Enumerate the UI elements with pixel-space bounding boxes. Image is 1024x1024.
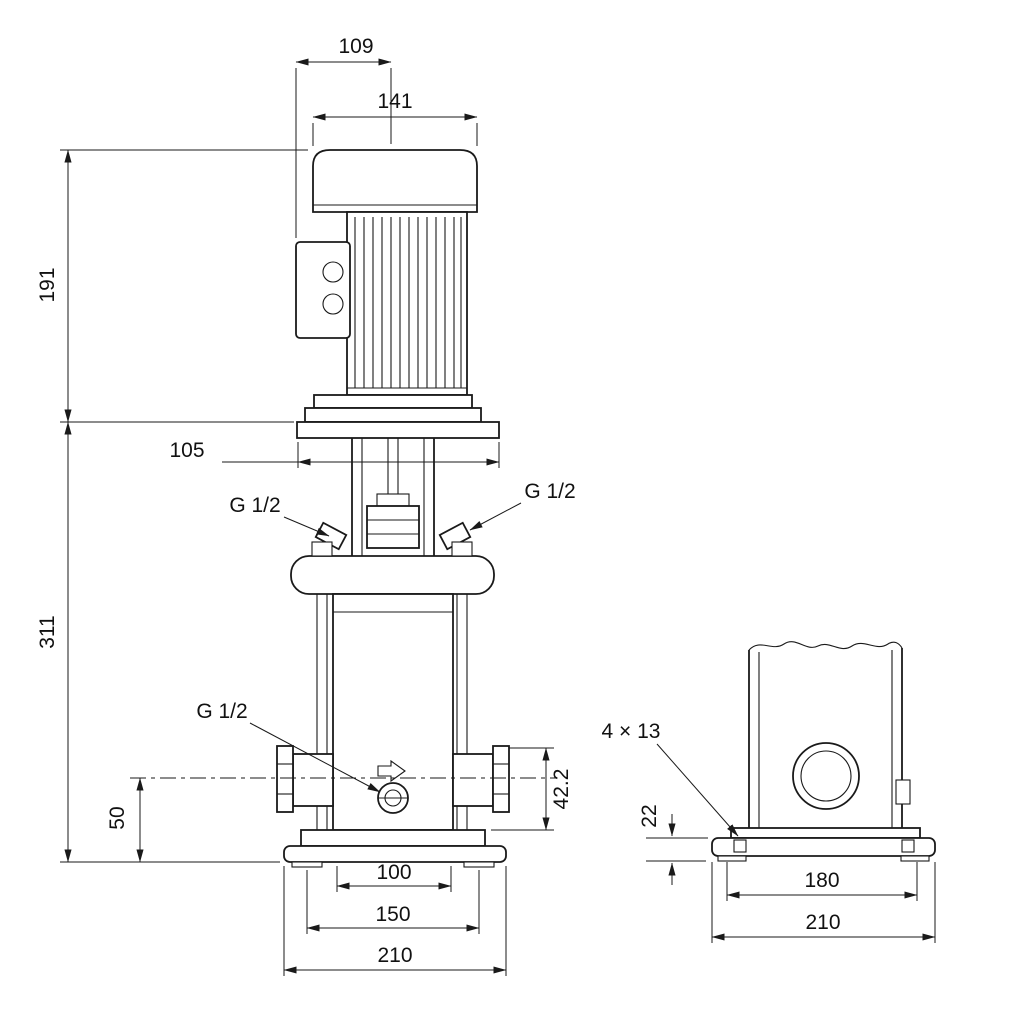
dim-label-22: 22 — [638, 804, 661, 827]
motor-body — [346, 211, 468, 396]
dim-label-42-2: 42.2 — [550, 769, 573, 810]
callout-g12-drain: G 1/2 — [196, 700, 381, 793]
dim-label-210-side: 210 — [805, 911, 840, 934]
label-base-holes: 4 × 13 — [602, 720, 661, 743]
dimension-150: 150 — [306, 870, 480, 934]
terminal-box — [295, 241, 351, 339]
dim-label-311: 311 — [36, 615, 59, 648]
dimension-109: 109 — [295, 35, 392, 238]
dim-label-210-front: 210 — [377, 944, 412, 967]
dimension-311: 311 — [36, 421, 280, 863]
discharge-port-flange — [492, 745, 510, 813]
dimension-105: 105 — [169, 439, 500, 468]
discharge-port-body — [452, 753, 494, 807]
suction-port-flange — [276, 745, 294, 813]
motor-flange-band — [313, 394, 473, 409]
chamber-stack — [290, 541, 495, 831]
dimension-141: 141 — [312, 90, 478, 146]
base-front — [283, 829, 507, 868]
dimension-22: 22 — [638, 804, 708, 885]
shaft-seal — [376, 493, 410, 507]
break-line — [748, 641, 903, 651]
base-plate — [283, 845, 507, 863]
motor-stool — [296, 394, 500, 439]
callout-g12-right: G 1/2 — [469, 480, 576, 531]
port-label-g12-left: G 1/2 — [229, 494, 280, 517]
dimension-42-2: 42.2 — [491, 747, 573, 831]
dimensions: 109 141 191 311 105 — [36, 35, 936, 976]
cable-entry-hole-top — [322, 261, 344, 283]
pump-head — [314, 438, 472, 556]
suction-port-body — [292, 753, 334, 807]
cable-entry-hole-bottom — [322, 293, 344, 315]
port-label-g12-right: G 1/2 — [524, 480, 575, 503]
side-base-plate — [711, 837, 936, 857]
foot-right — [463, 861, 495, 868]
dim-label-150: 150 — [375, 903, 410, 926]
motor-cooling-fins — [354, 217, 462, 388]
dimension-210-side: 210 — [711, 862, 936, 943]
front-view — [130, 149, 556, 868]
side-foot-left — [717, 855, 747, 862]
flow-direction-arrow — [377, 759, 406, 783]
dimension-100: 100 — [336, 861, 452, 892]
callout-base-holes: 4 × 13 — [602, 720, 739, 837]
dim-label-50: 50 — [106, 806, 129, 829]
dim-label-105: 105 — [169, 439, 204, 462]
side-port-outer — [792, 742, 860, 810]
dimension-50: 50 — [106, 777, 144, 863]
oval-top-flange — [290, 555, 495, 595]
motor — [295, 149, 478, 396]
coupling — [366, 505, 420, 549]
foot-left — [291, 861, 323, 868]
stool-band — [304, 407, 482, 423]
callout-g12-left: G 1/2 — [229, 494, 330, 537]
side-base-band — [730, 827, 921, 839]
dimension-180: 180 — [726, 862, 918, 901]
staybolt-nut-right — [451, 541, 473, 557]
side-port-bore — [800, 750, 852, 802]
dim-label-180: 180 — [804, 869, 839, 892]
drain-plug — [377, 759, 409, 814]
ports — [130, 745, 556, 813]
dim-label-109: 109 — [338, 35, 373, 58]
base-band — [300, 829, 486, 847]
bolt-slot-left — [733, 839, 747, 853]
side-foot-right — [900, 855, 930, 862]
dim-label-191: 191 — [36, 267, 59, 302]
dim-label-100: 100 — [376, 861, 411, 884]
head-flange — [296, 421, 500, 439]
dim-label-141: 141 — [377, 90, 412, 113]
port-label-g12-drain: G 1/2 — [196, 700, 247, 723]
dimension-210-front: 210 — [283, 866, 507, 976]
staybolt-nut-left — [311, 541, 333, 557]
fan-cover — [312, 149, 478, 213]
side-plug — [895, 779, 911, 805]
dimension-191: 191 — [36, 149, 308, 423]
side-view — [711, 641, 936, 862]
bolt-slot-right — [901, 839, 915, 853]
